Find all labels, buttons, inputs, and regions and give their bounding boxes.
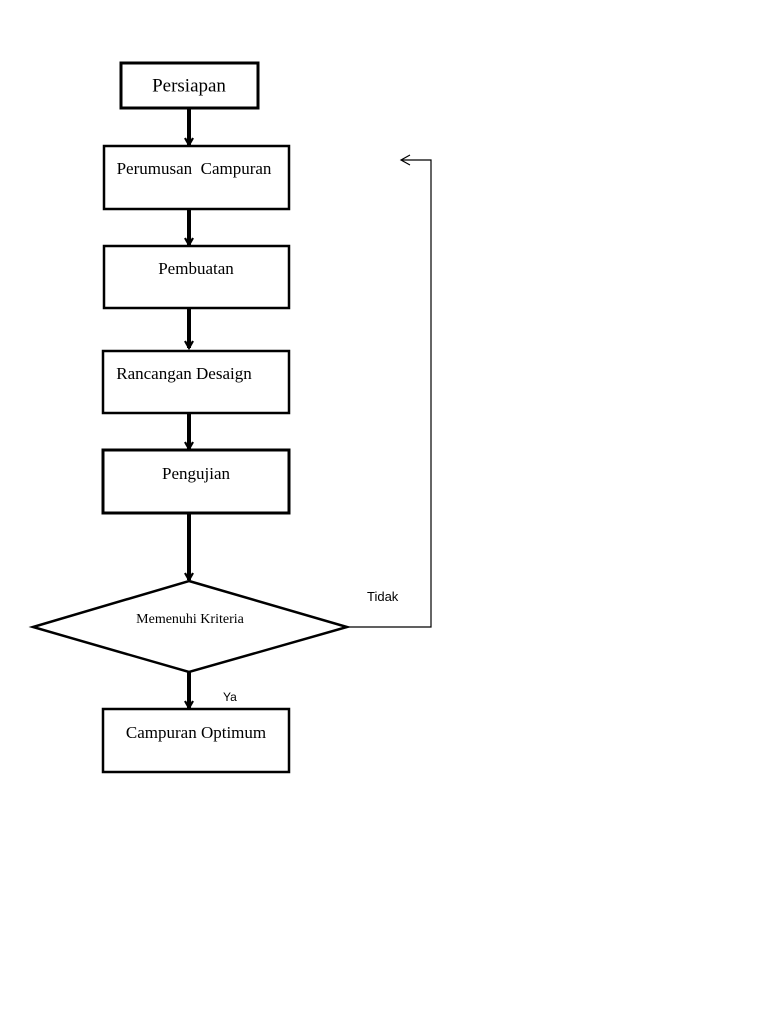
campuran-optimum-box bbox=[101, 707, 291, 774]
persiapan-label: Persiapan bbox=[152, 75, 226, 96]
perumusan-campuran-label: Perumusan Campuran bbox=[117, 159, 272, 178]
feedback-loop-line bbox=[347, 159, 432, 628]
pengujian-box bbox=[101, 448, 291, 515]
rancangan-desaign-box bbox=[101, 349, 291, 415]
perumusan-campuran-box bbox=[102, 144, 291, 211]
memenuhi-kriteria-label: Memenuhi Kriteria bbox=[136, 612, 244, 627]
rancangan-desaign-label: Rancangan Desaign bbox=[116, 364, 252, 383]
campuran-optimum-label: Campuran Optimum bbox=[126, 723, 266, 742]
pembuatan-box bbox=[102, 244, 291, 310]
pembuatan-label: Pembuatan bbox=[158, 259, 234, 278]
pengujian-label: Pengujian bbox=[162, 464, 230, 483]
feedback-loop-arrowhead bbox=[399, 154, 411, 166]
no-label: Tidak bbox=[367, 589, 399, 604]
yes-label: Ya bbox=[223, 690, 237, 704]
